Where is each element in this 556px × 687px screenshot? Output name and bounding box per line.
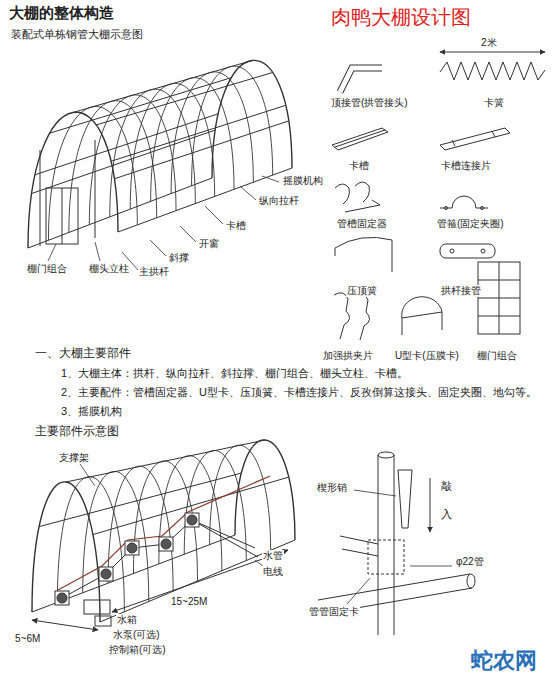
longitudinal-bar — [66, 440, 265, 482]
fan — [185, 513, 199, 527]
arch-pipe — [83, 471, 149, 601]
section-heading: 一、大棚主要部件 — [34, 346, 132, 360]
fan — [99, 567, 113, 581]
watermark: 蛇农网 — [470, 648, 538, 674]
arch-pipe — [108, 466, 173, 591]
part-label: 控制箱(可选) — [108, 644, 167, 656]
longitudinal-bar — [114, 121, 288, 179]
list-item: 3、摇膜机构 — [60, 405, 123, 418]
dimension: 15~25M — [170, 596, 208, 608]
note: 入 — [440, 508, 453, 521]
part-label: 卡簧 — [483, 97, 505, 109]
part-label: 水箱 — [116, 614, 138, 626]
part-icons — [332, 52, 545, 340]
part-label: 管管固定卡 — [308, 606, 360, 618]
leader-lines — [48, 176, 279, 270]
arch-pipe — [159, 456, 222, 571]
part-label: 水管 — [262, 550, 284, 562]
part-label: 主拱杆 — [138, 266, 170, 278]
longitudinal-bar — [32, 130, 216, 193]
dimension: 5~6M — [14, 633, 41, 645]
arch-pipe — [32, 482, 100, 622]
part-label: 斜撑 — [168, 252, 190, 264]
part-label: 纵向拉杆 — [258, 195, 300, 207]
part-label: 棚门组合 — [26, 263, 68, 275]
arch-pipe — [28, 112, 118, 248]
part-label: 顶接管(拱管接头) — [330, 97, 409, 109]
heading: 肉鸭大棚设计图 — [330, 5, 472, 29]
list-item: 2、主要配件：管槽固定器、U型卡、压顶簧、卡槽连接片、反孜倒算这接头、固定夹圈、… — [60, 386, 552, 399]
fan — [55, 591, 69, 605]
part-label: 水泵(可选) — [112, 629, 161, 641]
part-label: 管箍(固定夹圈) — [436, 218, 505, 230]
part-label: 开窗 — [198, 238, 220, 250]
greenhouse-top — [28, 60, 292, 248]
fans — [55, 513, 199, 605]
part-label: 加强拱夹片 — [322, 350, 374, 362]
list-item: 1、大棚主体：拱杆、纵向拉杆、斜拉撑、棚门组合、棚头立柱、卡槽。 — [60, 367, 409, 380]
title: 大棚的整体构造 — [8, 4, 115, 22]
longitudinal-bar — [35, 114, 218, 175]
dimension: 2米 — [480, 37, 498, 49]
dimension: φ22管 — [455, 556, 485, 568]
part-label: 棚门组合 — [476, 350, 518, 362]
part-label: 摇膜机构 — [282, 175, 324, 187]
part-label: 电线 — [262, 566, 284, 578]
part-label: 卡槽连接片 — [440, 160, 492, 172]
part-label: 卡槽 — [225, 220, 247, 232]
longitudinal-bar — [93, 477, 289, 534]
fan-system — [32, 464, 288, 630]
note: 敲 — [440, 480, 453, 493]
fan — [125, 541, 139, 555]
longitudinal-bar — [28, 178, 212, 248]
arch-pipe — [212, 60, 292, 178]
greenhouse-bottom — [32, 440, 295, 622]
part-label: 卡槽 — [348, 160, 370, 172]
door — [40, 140, 95, 246]
part-label: 支撑架 — [58, 452, 90, 464]
fan — [159, 537, 173, 551]
subtitle: 装配式单栋钢管大棚示意图 — [10, 28, 144, 41]
longitudinal-bar — [96, 72, 272, 124]
part-label: 楔形销 — [316, 482, 348, 494]
part-label: U型卡(压膜卡) — [394, 350, 460, 362]
part-label: 棚头立柱 — [88, 263, 130, 275]
longitudinal-bar — [32, 535, 235, 612]
longitudinal-bar — [111, 105, 286, 161]
arch-pipe — [134, 461, 198, 581]
longitudinal-bar — [100, 540, 295, 622]
longitudinal-bar — [50, 78, 232, 133]
section-heading: 主要部件示意图 — [34, 424, 120, 438]
part-label: 压顶簧 — [346, 285, 378, 297]
part-label: 管槽固定器 — [336, 218, 388, 230]
part-label: 拱杆接管 — [440, 285, 482, 297]
